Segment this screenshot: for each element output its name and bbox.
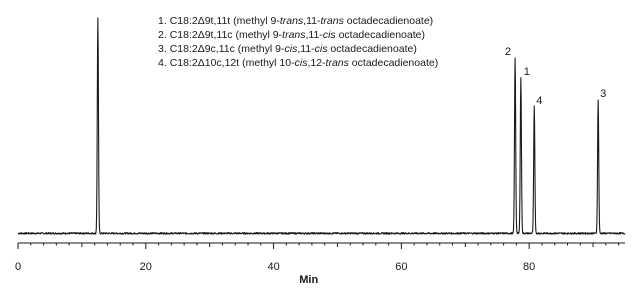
- legend-item: 1. C18:2Δ9t,11t (methyl 9-trans,11-trans…: [158, 15, 433, 27]
- peak-label-1: 1: [524, 66, 530, 78]
- legend-item: 3. C18:2Δ9c,11c (methyl 9-cis,11-cis oct…: [158, 43, 417, 55]
- x-tick-label: 40: [267, 261, 279, 273]
- legend: 1. C18:2Δ9t,11t (methyl 9-trans,11-trans…: [158, 15, 438, 69]
- peak-label-2: 2: [505, 46, 511, 58]
- x-axis-ticks: 0 20 40 60 80: [15, 243, 620, 273]
- x-tick-label: 0: [15, 261, 21, 273]
- x-tick-label: 20: [140, 261, 152, 273]
- peak-label-4: 4: [536, 95, 542, 107]
- x-tick-label: 60: [395, 261, 407, 273]
- peak-labels: 2 1 4 3: [505, 46, 606, 107]
- legend-item: 2. C18:2Δ9t,11c (methyl 9-trans,11-cis o…: [158, 29, 425, 41]
- x-axis-label: Min: [299, 274, 318, 286]
- legend-item: 4. C18:2Δ10c,12t (methyl 10-cis,12-trans…: [158, 57, 438, 69]
- peak-label-3: 3: [600, 88, 606, 100]
- x-tick-label: 80: [523, 261, 535, 273]
- chromatogram-trace: [17, 17, 626, 235]
